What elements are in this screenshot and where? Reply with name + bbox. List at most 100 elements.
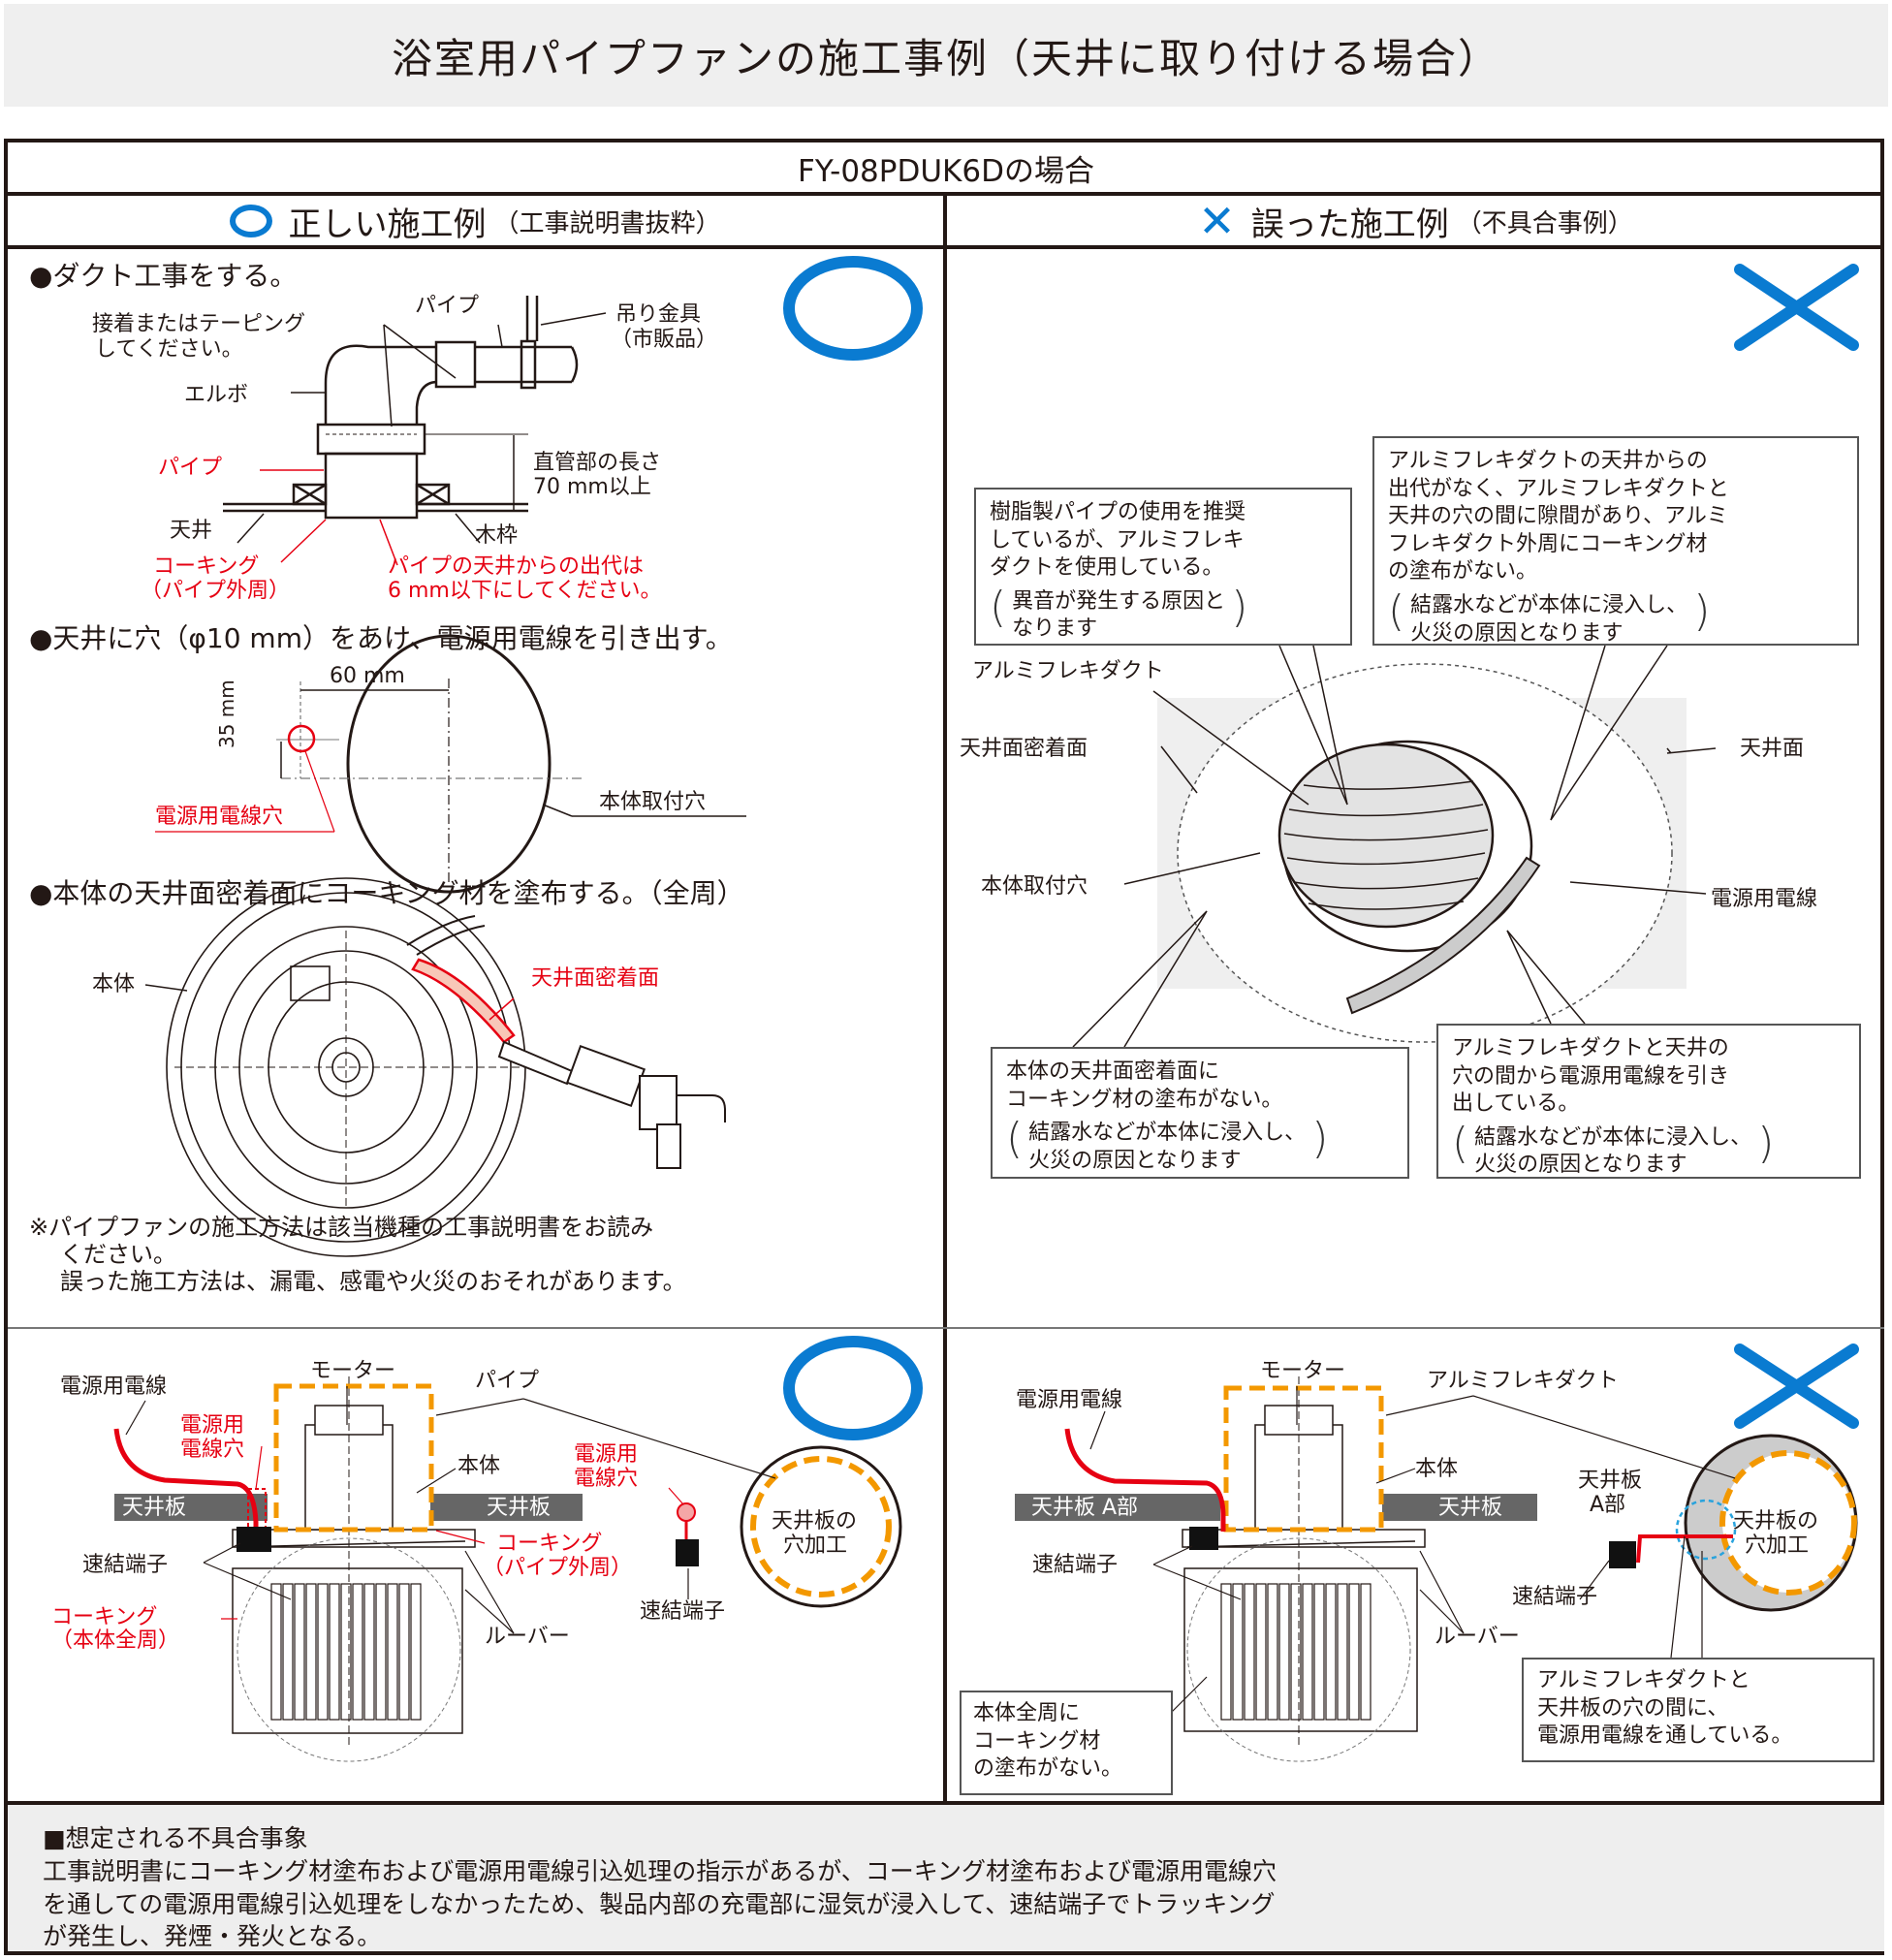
duct-diagram — [223, 296, 579, 520]
orange-duct-box — [1223, 1385, 1384, 1533]
callout-text: コーキング材 — [973, 1728, 1101, 1754]
fan-side-view-correct — [232, 1376, 476, 1762]
label-hole-work-1: 天井板の — [1733, 1509, 1819, 1533]
callout-text: しているが、アルミフレキ — [990, 527, 1245, 553]
callout-text: 本体全周に — [973, 1701, 1081, 1725]
callout-text: 出代がなく、アルミフレキダクトと — [1388, 476, 1729, 501]
label-power-wire: 電源用電線 — [60, 1375, 168, 1399]
step2-title: ●天井に穴（φ10 mm）をあけ、電源用電線を引き出す。 — [29, 622, 733, 654]
callout-text: アルミフレキダクトと — [1537, 1668, 1750, 1692]
summary-box: ■想定される不具合事象 工事説明書にコーキング材塗布および電源用電線引込処理の指… — [8, 1805, 1884, 1951]
ceiling-board-left — [114, 1494, 268, 1521]
correct-column-header: 正しい施工例 （工事説明書抜粋） — [8, 197, 943, 245]
callout-text: 天井板の穴の間に、 — [1537, 1695, 1729, 1721]
callout-text: アルミフレキダクトと天井の — [1452, 1036, 1729, 1060]
callout-text: コーキング材の塗布がない。 — [1006, 1087, 1283, 1112]
label-tape-1: 接着またはテーピング — [92, 312, 306, 336]
cross-mark-icon: ✕ — [1198, 195, 1236, 247]
label-board-a: 天井板 A部 — [1031, 1496, 1139, 1520]
callout-text: 天井の穴の間に隙間があり、アルミ — [1388, 504, 1728, 529]
leader-lines — [1072, 645, 1717, 1048]
column-divider — [943, 194, 947, 1803]
summary-line: 工事説明書にコーキング材塗布および電源用電線引込処理の指示があるが、コーキング材… — [43, 1856, 1277, 1885]
label-board-a-1: 天井板 — [1578, 1469, 1643, 1493]
power-wire-red — [1064, 1428, 1226, 1532]
label-caulk-pipe-1: コーキング — [496, 1532, 603, 1556]
cross-mark-icon — [1734, 264, 1859, 1429]
label-alumi-duct: アルミフレキダクト — [972, 659, 1164, 683]
label-dim-60: 60 mm — [330, 664, 405, 688]
label-wire-hole-1: 電源用 — [180, 1413, 245, 1438]
alumi-duct — [1277, 743, 1495, 929]
callout-note: 結露水などが本体に浸入し、 — [1474, 1124, 1752, 1150]
callout-note: 結露水などが本体に浸入し、 — [1028, 1121, 1307, 1146]
wrong-heading: 誤った施工例 — [1250, 205, 1449, 244]
label-seal-surface: 天井面密着面 — [531, 966, 660, 991]
hole-work-circle — [740, 1445, 902, 1608]
label-protrude-1: パイプの天井からの出代は — [388, 554, 645, 579]
power-wire-red — [113, 1428, 259, 1536]
label-caulk-pipe-2: （パイプ外周） — [483, 1556, 633, 1580]
label-wire-hole2-2: 電線穴 — [574, 1467, 639, 1491]
callout-box: 本体全周に コーキング材 の塗布がない。 — [960, 1691, 1173, 1795]
label-body: 本体 — [92, 972, 136, 996]
label-caulk-1: コーキング — [153, 554, 260, 579]
callout-text: 出している。 — [1452, 1091, 1580, 1117]
quick-terminal — [1189, 1527, 1218, 1550]
label-pipe: パイプ — [475, 1369, 540, 1393]
label-hanger-note: （市販品） — [611, 328, 718, 352]
callout-box: 樹脂製パイプの使用を推奨 しているが、アルミフレキ ダクトを使用している。 (異… — [974, 488, 1352, 646]
note-line: ※パイプファンの施工方法は該当機種の工事説明書をお読み — [29, 1214, 654, 1241]
note-line: ください。 — [60, 1241, 176, 1268]
label-pipe-top: パイプ — [415, 294, 480, 318]
label-protrude-2: 6 mm以下にしてください。 — [388, 579, 662, 603]
label-straight-1: 直管部の長さ — [533, 451, 662, 475]
label-terminal-2: 速結端子 — [640, 1599, 726, 1624]
label-terminal: 速結端子 — [82, 1553, 169, 1577]
label-board-left: 天井板 — [122, 1496, 187, 1520]
label-hanger: 吊り金具 — [615, 302, 702, 327]
label-wire-hole2-1: 電源用 — [574, 1442, 639, 1467]
circle-mark-icon — [783, 256, 923, 361]
red-leader-lines — [260, 469, 398, 566]
leader-lines — [236, 312, 607, 544]
circle-mark-icon — [783, 1336, 923, 1440]
ceiling-board-a — [1015, 1494, 1220, 1521]
quick-terminal — [1609, 1541, 1636, 1568]
wire-hole-mark — [287, 724, 316, 753]
quick-terminal — [236, 1527, 271, 1552]
ceiling-board-right — [1382, 1494, 1537, 1521]
callout-text: の塗布がない。 — [1388, 559, 1538, 585]
label-caulk-2: （パイプ外周） — [141, 579, 291, 603]
label-motor: モーター — [310, 1359, 396, 1383]
power-wire — [1345, 856, 1541, 1015]
quick-terminal — [676, 1539, 699, 1566]
fan-body-top-view — [166, 877, 528, 1257]
correct-subheading: （工事説明書抜粋） — [493, 208, 721, 238]
caulking-gun — [497, 1040, 726, 1169]
callout-text: フレキダクト外周にコーキング材 — [1388, 531, 1708, 556]
label-ceiling: 天井 — [170, 519, 213, 543]
callout-note: 火災の原因となります — [1028, 1148, 1242, 1173]
note-line: 誤った施工方法は、漏電、感電や火災のおそれがあります。 — [60, 1268, 686, 1295]
callout-note: 火災の原因となります — [1410, 620, 1624, 646]
label-terminal: 速結端子 — [1032, 1553, 1119, 1577]
callout-note: 火災の原因となります — [1474, 1153, 1687, 1178]
model-heading: FY-08PDUK6Dの場合 — [798, 153, 1094, 189]
label-board-right: 天井板 — [487, 1496, 552, 1520]
summary-line: を通しての電源用電線引込処理をしなかったため、製品内部の充電部に湿気が浸入して、… — [43, 1889, 1276, 1918]
label-alumi-duct: アルミフレキダクト — [1427, 1369, 1619, 1393]
callout-note: 異音が発生する原因と — [1012, 588, 1226, 614]
label-board-a-2: A部 — [1590, 1493, 1626, 1517]
step3-title: ●本体の天井面密着面にコーキング材を塗布する。（全周） — [29, 877, 744, 909]
leader-lines — [125, 1386, 776, 1634]
callout-text: 穴の間から電源用電線を引き — [1452, 1063, 1730, 1089]
callout-text: 樹脂製パイプの使用を推奨 — [990, 500, 1246, 524]
page-title: 浴室用パイプファンの施工事例（天井に取り付ける場合） — [4, 4, 1888, 107]
leader-lines — [1089, 1386, 1736, 1717]
label-caulk-body-1: コーキング — [51, 1605, 158, 1629]
callout-box: アルミフレキダクトの天井からの 出代がなく、アルミフレキダクトと 天井の穴の間に… — [1372, 436, 1859, 646]
callout-text: アルミフレキダクトの天井からの — [1388, 449, 1708, 473]
callout-note: なります — [1012, 616, 1098, 642]
